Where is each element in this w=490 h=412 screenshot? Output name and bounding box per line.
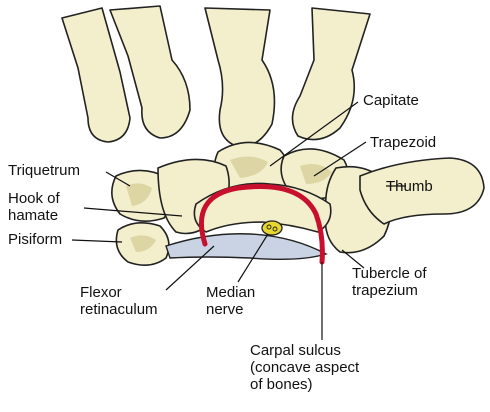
leader-median-nerve [237, 233, 269, 283]
thumb-metacarpal-bone [359, 157, 485, 225]
leader-trapezoid [313, 141, 367, 177]
leader-pisiform [71, 239, 123, 243]
flexor-retinaculum-ligament [165, 233, 328, 261]
carpal-sulcus-arc [199, 183, 325, 265]
metacarpal-bone-4 [291, 7, 371, 141]
metacarpal-bone-2 [109, 5, 191, 139]
label-trapezoid: Trapezoid [370, 134, 437, 151]
leader-triquetrum [105, 171, 131, 187]
label-thumb: Thumb [386, 178, 433, 195]
label-carpal-sulcus: Carpal sulcus (concave aspect of bones) [250, 342, 360, 393]
label-pisiform: Pisiform [8, 231, 63, 248]
leader-tubercle [341, 249, 365, 269]
label-median-nerve: Median nerve [206, 284, 256, 318]
label-triquetrum: Triquetrum [8, 162, 80, 179]
metacarpal-bone-1 [61, 7, 131, 143]
label-flexor-retinaculum: Flexor retinaculum [80, 284, 158, 318]
leader-flexor-retinaculum [165, 245, 215, 291]
label-capitate: Capitate [363, 92, 419, 109]
leader-hook-of-hamate [83, 207, 183, 217]
leader-capitate [269, 101, 359, 167]
metacarpal-bone-3 [204, 7, 276, 148]
label-hook-of-hamate: Hook of hamate [8, 190, 60, 224]
label-tubercle-of-trapezium: Tubercle of trapezium [352, 265, 427, 299]
median-nerve-section [261, 220, 283, 236]
